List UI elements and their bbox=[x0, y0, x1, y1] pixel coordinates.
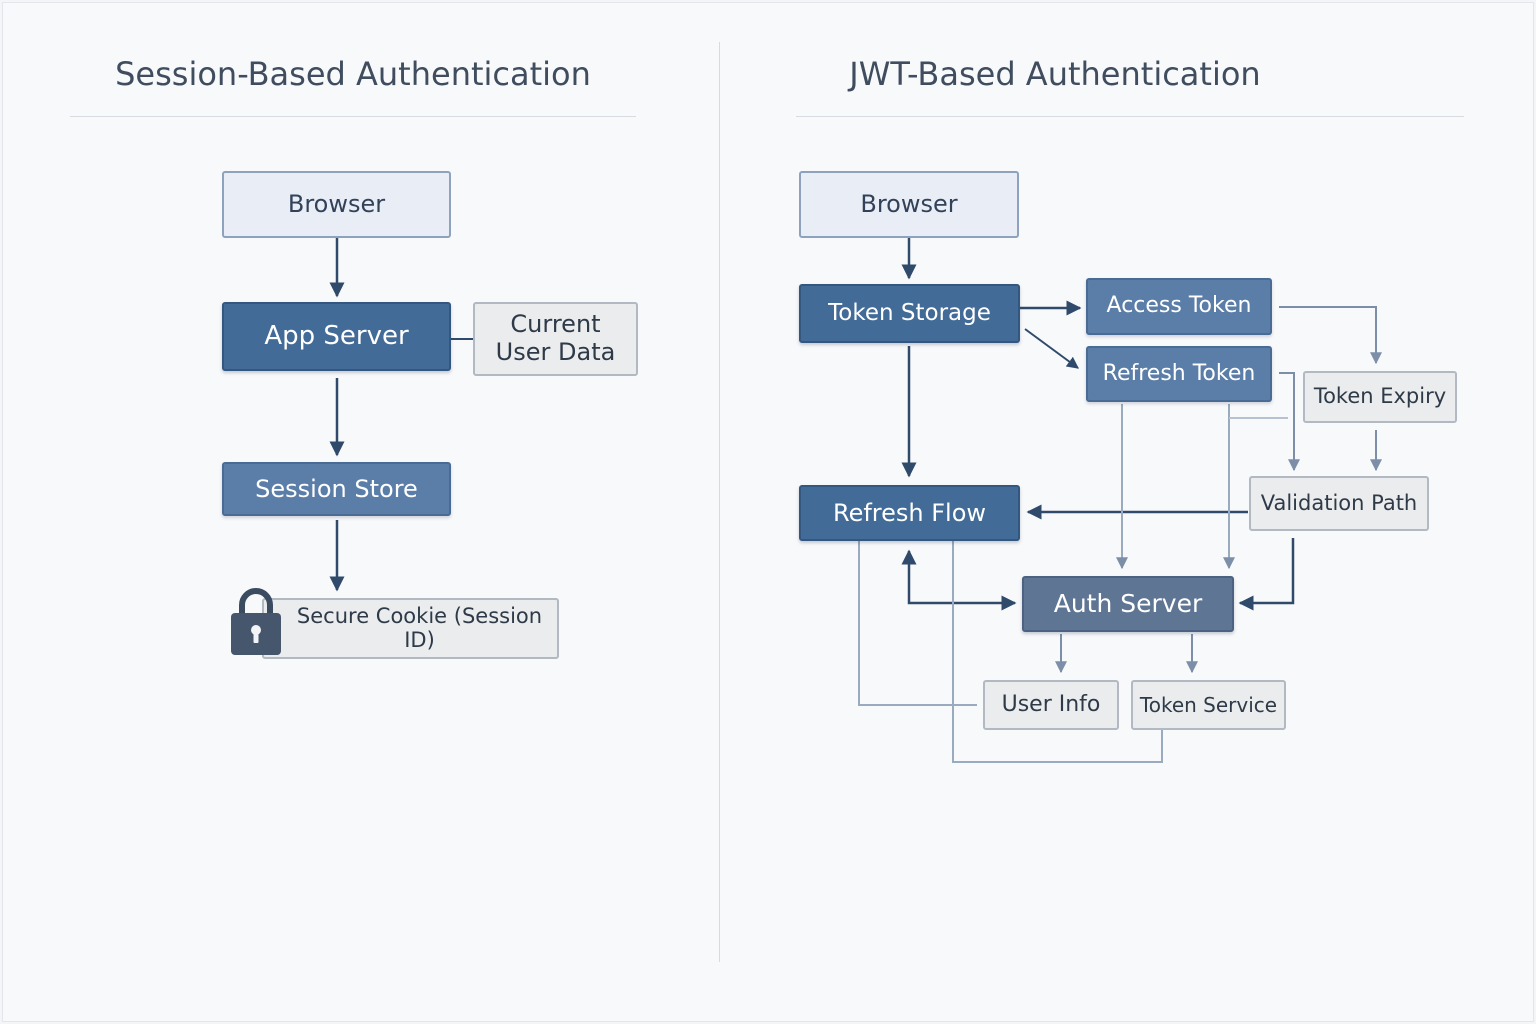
jwt-user-info-label: User Info bbox=[1001, 691, 1101, 717]
jwt-validation-path-node: Validation Path bbox=[1249, 476, 1429, 531]
jwt-refreshflow-to-userinfo-line bbox=[858, 541, 977, 706]
jwt-token-expiry-node: Token Expiry bbox=[1303, 371, 1457, 423]
session-store-node: Session Store bbox=[222, 462, 451, 516]
jwt-browser-node: Browser bbox=[799, 171, 1019, 238]
session-app-server-node: App Server bbox=[222, 302, 451, 371]
jwt-validation-path-label: Validation Path bbox=[1260, 490, 1418, 515]
jwt-access-token-node: Access Token bbox=[1086, 278, 1272, 335]
session-browser-label: Browser bbox=[287, 190, 386, 219]
jwt-refresh-to-validation-arrow bbox=[1279, 372, 1300, 472]
session-current-user-data-label: Current User Data bbox=[495, 310, 616, 366]
jwt-token-service-label: Token Service bbox=[1139, 693, 1278, 717]
padlock-icon bbox=[231, 588, 281, 655]
jwt-title-rule bbox=[796, 116, 1464, 117]
jwt-access-to-expiry-arrow bbox=[1279, 306, 1382, 365]
jwt-token-storage-node: Token Storage bbox=[799, 284, 1020, 343]
jwt-token-expiry-label: Token Expiry bbox=[1313, 384, 1447, 409]
session-store-label: Session Store bbox=[255, 474, 418, 503]
jwt-user-info-node: User Info bbox=[983, 680, 1119, 730]
jwt-storage-to-refresh-arrow bbox=[1024, 328, 1079, 369]
jwt-refresh-token-node: Refresh Token bbox=[1086, 346, 1272, 402]
jwt-refresh-flow-label: Refresh Flow bbox=[832, 498, 987, 527]
jwt-refreshflow-auth-bidirectional-arrow bbox=[901, 549, 1017, 611]
jwt-title: JWT-Based Authentication bbox=[849, 55, 1261, 93]
jwt-validation-to-auth-arrow bbox=[1238, 538, 1295, 611]
session-current-user-data-node: Current User Data bbox=[473, 302, 638, 376]
jwt-refresh-token-label: Refresh Token bbox=[1102, 360, 1256, 386]
session-browser-node: Browser bbox=[222, 171, 451, 238]
jwt-refresh-flow-node: Refresh Flow bbox=[799, 485, 1020, 541]
session-title: Session-Based Authentication bbox=[115, 55, 591, 93]
jwt-refreshflow-to-tokenservice-line bbox=[952, 541, 1163, 763]
session-app-server-label: App Server bbox=[264, 321, 409, 352]
jwt-auth-server-node: Auth Server bbox=[1022, 576, 1234, 632]
jwt-access-token-label: Access Token bbox=[1106, 293, 1252, 319]
session-secure-cookie-node: Secure Cookie (Session ID) bbox=[262, 598, 559, 659]
column-divider bbox=[719, 42, 720, 962]
jwt-browser-label: Browser bbox=[860, 190, 958, 219]
jwt-token-service-node: Token Service bbox=[1131, 680, 1286, 730]
session-title-rule bbox=[70, 116, 636, 117]
jwt-token-storage-label: Token Storage bbox=[828, 299, 991, 326]
jwt-auth-server-label: Auth Server bbox=[1053, 589, 1203, 619]
session-secure-cookie-label: Secure Cookie (Session ID) bbox=[296, 604, 543, 652]
